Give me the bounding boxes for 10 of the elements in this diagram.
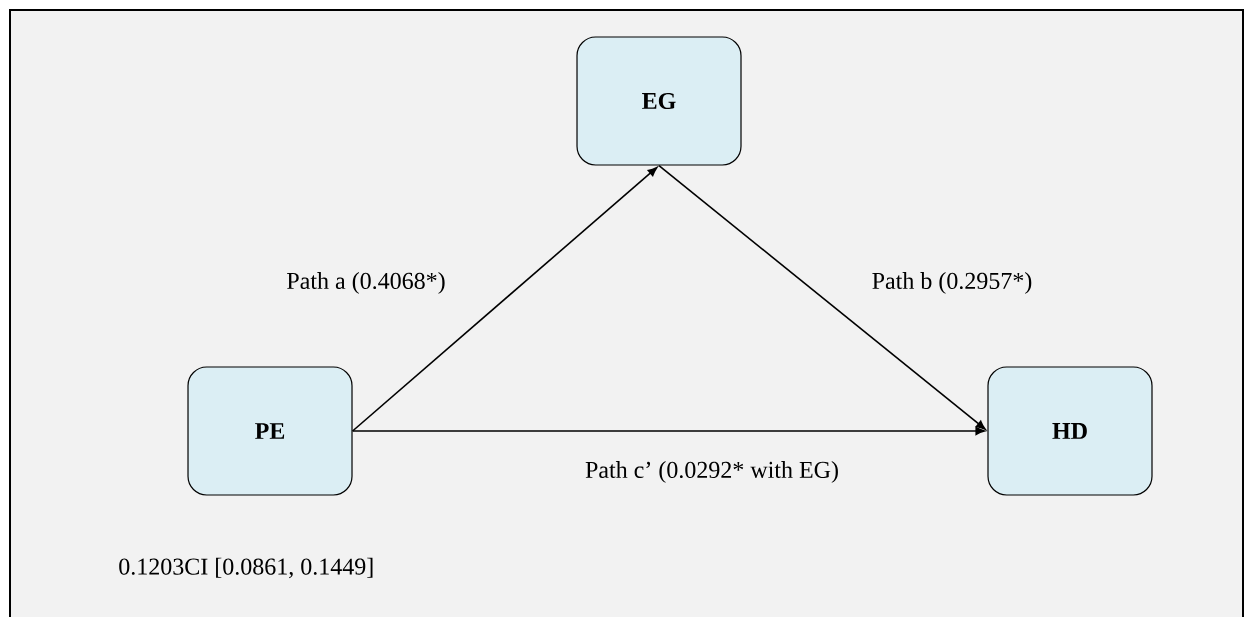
arrow <box>351 426 985 436</box>
edge-label: Path a (0.4068*) <box>287 272 445 294</box>
note-text: 0.1203CI [0.0861, 0.1449] <box>119 557 373 579</box>
variable-box: EG <box>576 36 742 166</box>
arrow <box>351 166 658 432</box>
edge-label: Path b (0.2957*) <box>872 272 1032 294</box>
variable-box: PE <box>187 366 353 496</box>
variable-box: HD <box>987 366 1153 496</box>
edge-label: Path c’ (0.0292* with EG) <box>585 461 838 483</box>
arrow <box>658 164 986 430</box>
